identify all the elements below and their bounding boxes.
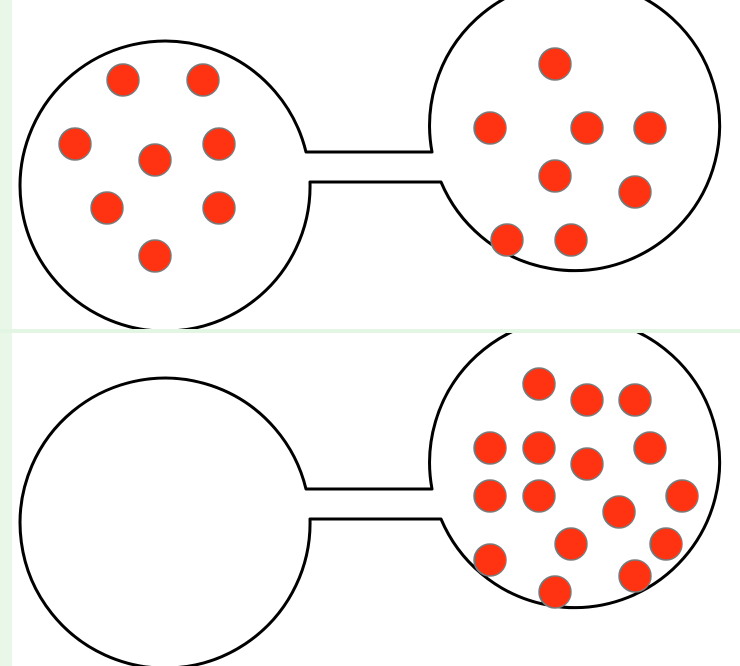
particle xyxy=(618,559,652,593)
vessel-before-svg xyxy=(18,0,722,329)
panel-before xyxy=(0,0,740,329)
connected-bulbs-outline xyxy=(18,333,722,666)
particle xyxy=(473,479,507,513)
panel-divider xyxy=(0,329,740,333)
particle xyxy=(633,111,667,145)
particle xyxy=(186,63,220,97)
particle xyxy=(90,191,124,225)
particle xyxy=(665,479,699,513)
particle xyxy=(554,527,588,561)
particle xyxy=(522,479,556,513)
particle xyxy=(473,111,507,145)
particle xyxy=(538,159,572,193)
particle xyxy=(473,543,507,577)
particle xyxy=(473,431,507,465)
particle xyxy=(570,111,604,145)
particle xyxy=(633,431,667,465)
right-bulb-particles xyxy=(473,367,699,609)
particle xyxy=(554,223,588,257)
particle xyxy=(138,239,172,273)
particle xyxy=(538,47,572,81)
particle xyxy=(106,63,140,97)
particle xyxy=(58,127,92,161)
particle xyxy=(522,367,556,401)
particle xyxy=(570,447,604,481)
right-bulb-particles xyxy=(473,47,667,257)
particle xyxy=(618,175,652,209)
particle xyxy=(522,431,556,465)
particle xyxy=(649,527,683,561)
particle xyxy=(538,575,572,609)
particle xyxy=(602,495,636,529)
particle xyxy=(202,127,236,161)
particle xyxy=(138,143,172,177)
particle xyxy=(490,223,524,257)
particle xyxy=(202,191,236,225)
left-bulb-particles xyxy=(58,63,236,273)
vessel-after-svg xyxy=(18,333,722,666)
panel-after xyxy=(0,333,740,666)
side-strip xyxy=(0,0,12,666)
particle xyxy=(618,383,652,417)
connected-bulbs-outline xyxy=(18,0,722,329)
particle xyxy=(570,383,604,417)
